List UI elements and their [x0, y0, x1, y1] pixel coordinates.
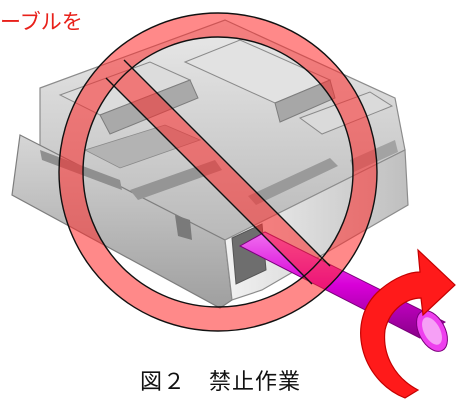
prohibition-sign-outline — [58, 12, 378, 332]
rotation-arrow-icon — [360, 248, 456, 399]
prohibition-sign-icon — [59, 13, 377, 331]
instruction-text: ーブルを — [0, 10, 83, 34]
figure-caption: 図２ 禁止作業 — [140, 370, 302, 395]
